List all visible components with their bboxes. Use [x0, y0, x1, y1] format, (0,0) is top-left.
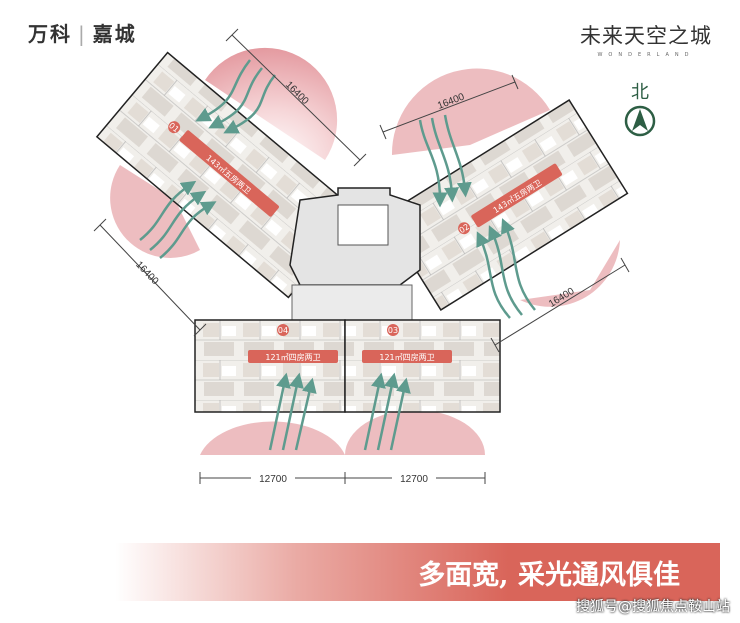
sector-top-left [205, 47, 338, 161]
north-arrow-icon [624, 105, 656, 137]
sector-right [520, 240, 620, 307]
north-indicator: 北 [623, 78, 657, 142]
slogan-text: 多面宽, 采光通风俱佳 [418, 560, 680, 591]
core [289, 187, 421, 326]
project-name: 嘉城 [92, 22, 137, 46]
wing-03: 03 121㎡四房两卫 [344, 319, 501, 413]
sector-left [110, 165, 200, 258]
dimension-lines [93, 28, 630, 484]
brand-cn: 未来天空之城 [580, 24, 712, 48]
wing-04: 04 121㎡四房两卫 [194, 319, 346, 413]
dimension-bottom-right: 12700 [400, 474, 428, 485]
brand-en: WONDERLAND [597, 52, 695, 58]
brand-logo-wonderland: 未来天空之城 WONDERLAND [580, 20, 712, 58]
wing-02: 02 143㎡五房两卫 [381, 99, 629, 311]
brand-separator: | [78, 22, 87, 46]
dimension-bottom-left: 12700 [259, 474, 287, 485]
watermark: 搜狐号@搜狐焦点鞍山站 [576, 599, 730, 615]
floor-plan: 01 143㎡五房两卫 02 143㎡五房两卫 04 121㎡四房两卫 03 [93, 28, 630, 485]
brand-logo-vanke: 万科|嘉城 [28, 18, 137, 47]
brand-name: 万科 [28, 22, 72, 46]
dimension-left: 16400 [133, 259, 161, 287]
slogan-banner: 多面宽, 采光通风俱佳 [115, 543, 720, 601]
unit-number: 03 [388, 326, 398, 335]
north-label: 北 [631, 82, 649, 103]
airflow-arrows [139, 59, 536, 451]
unit-label: 121㎡四房两卫 [379, 352, 434, 362]
unit-label: 121㎡四房两卫 [265, 352, 320, 362]
unit-number: 04 [278, 326, 288, 335]
sector-top-right [391, 68, 550, 155]
